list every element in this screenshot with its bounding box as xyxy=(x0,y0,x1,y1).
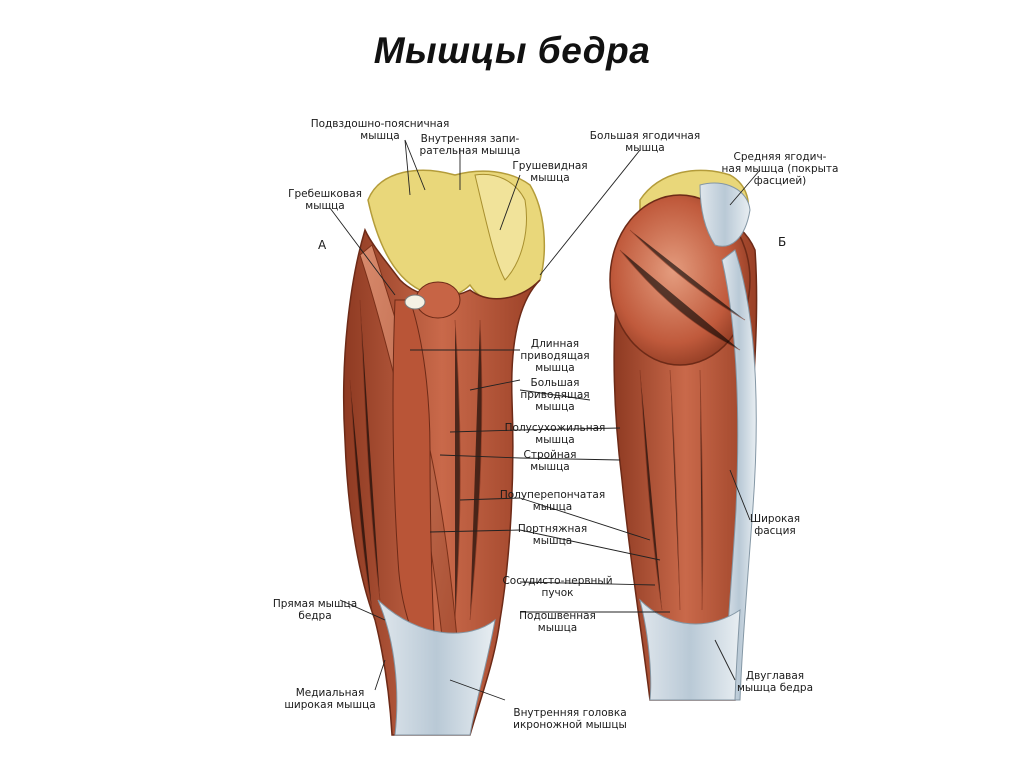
gluteus-medius-fascia xyxy=(699,182,751,247)
view-letter-a: А xyxy=(318,238,327,252)
pubic-tubercle xyxy=(404,294,426,310)
posterior-thigh-view xyxy=(609,169,758,701)
anterior-thigh-view xyxy=(342,169,546,736)
label-obturator-internus: Внутренняя запи-рательная мышца xyxy=(419,133,521,157)
view-letter-b: Б xyxy=(778,235,787,249)
anterior-striations xyxy=(349,299,483,621)
page-title: Мышцы бедра xyxy=(373,30,651,71)
posterior-knee-fascia xyxy=(639,598,741,701)
anterior-knee-fascia xyxy=(377,599,496,736)
leader-lines xyxy=(329,139,761,701)
posterior-striations xyxy=(619,229,746,611)
